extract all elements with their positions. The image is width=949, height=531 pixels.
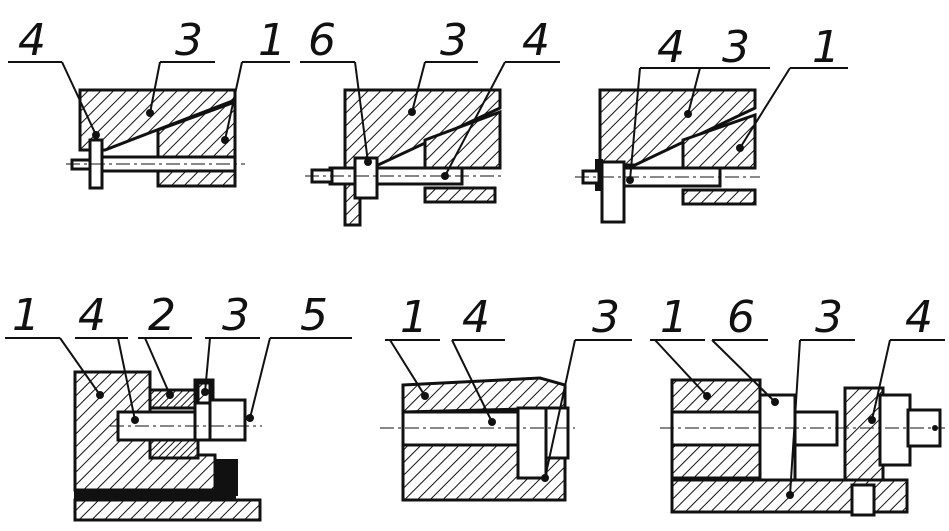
label-5: 5 (300, 290, 328, 341)
view-5: 1 4 3 (380, 292, 632, 502)
label-1: 1 (12, 290, 40, 341)
part-1-lower (423, 186, 497, 204)
part-2-top (148, 388, 200, 410)
label-1: 1 (812, 22, 840, 73)
part-1-top (401, 376, 567, 414)
lock-plate (214, 459, 238, 496)
label-4: 4 (522, 15, 550, 66)
label-4: 4 (462, 292, 490, 343)
label-4: 4 (18, 15, 46, 66)
part-3-nut (516, 406, 548, 480)
label-4: 4 (657, 22, 685, 73)
label-2: 2 (148, 290, 176, 341)
view-1: 4 3 1 (8, 15, 290, 190)
view-6: 1 6 3 4 (650, 292, 945, 517)
label-1: 1 (660, 292, 688, 343)
nut (353, 156, 379, 200)
part-1-top (670, 378, 762, 414)
label-3: 3 (592, 292, 620, 343)
label-1: 1 (258, 15, 286, 66)
part-4-nut-hatched (843, 386, 885, 482)
view-3: 4 3 1 (575, 22, 848, 224)
part-2-bottom (148, 438, 200, 460)
part-6-plate (758, 393, 797, 482)
view-2: 6 3 4 (300, 15, 560, 227)
nut-head (878, 393, 912, 467)
label-3: 3 (175, 15, 203, 66)
part-1-bottom (670, 443, 762, 480)
part-5-head (208, 398, 247, 442)
lower-bolt (850, 483, 876, 517)
label-3: 3 (440, 15, 468, 66)
label-6: 6 (308, 15, 336, 66)
label-1: 1 (400, 292, 428, 343)
part-1-body (423, 109, 502, 170)
label-3: 3 (222, 290, 250, 341)
label-4: 4 (78, 290, 106, 341)
part-1-body (681, 112, 757, 170)
label-6: 6 (727, 292, 755, 343)
label-4: 4 (905, 292, 933, 343)
nut (600, 160, 626, 224)
part-1-lower (681, 188, 757, 206)
view-4: 1 4 2 3 5 (5, 290, 352, 522)
base-plate (73, 498, 262, 522)
label-3: 3 (815, 292, 843, 343)
label-3: 3 (722, 22, 750, 73)
nut-face (544, 406, 570, 460)
